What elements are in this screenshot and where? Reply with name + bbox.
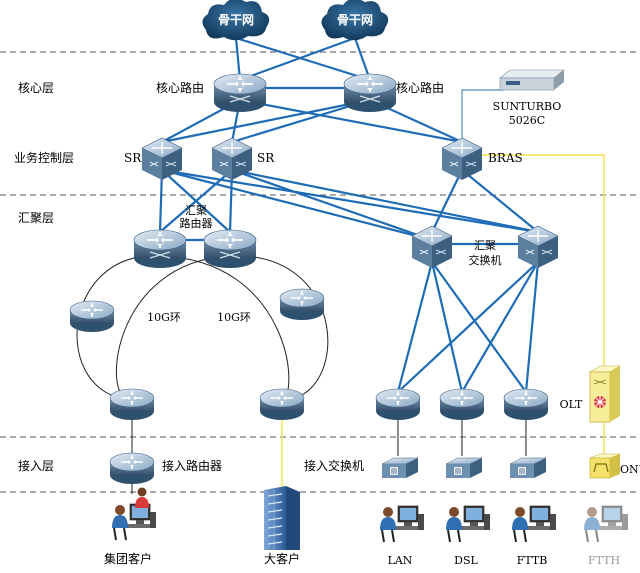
onu-label: ONU [620, 463, 640, 476]
customer-label-big: 大客户 [264, 551, 300, 566]
agg-router-label-line1: 汇聚 [185, 204, 207, 217]
layer-label-core: 核心层 [18, 81, 54, 95]
access-switch-lan [381, 457, 419, 479]
access-router-label: 接入路由器 [162, 458, 222, 473]
ftth-user-icon [583, 505, 629, 543]
core-router-label-2: 核心路由 [396, 80, 444, 95]
core-router-label-1: 核心路由 [156, 80, 204, 95]
lan-user-icon [379, 505, 425, 543]
dist-router-lan [375, 388, 421, 421]
agg-switch-label-line1: 汇聚 [474, 239, 496, 252]
ring-label-2: 10G环 [217, 311, 251, 324]
server-link [461, 89, 504, 140]
customer-label-fttb: FTTB [517, 554, 548, 567]
sr-label-2: SR [257, 151, 275, 165]
agg-switch-label-line2: 交换机 [469, 253, 502, 267]
big-customer-building-icon [264, 486, 300, 550]
agg-switch-1 [411, 225, 453, 269]
ring-router-bottom-right [259, 388, 305, 421]
dist-router-fttb [503, 388, 549, 421]
ring-router-right [279, 288, 325, 321]
bras-label: BRAS [488, 151, 523, 165]
backbone-links [158, 36, 540, 393]
dist-router-dsl [439, 388, 485, 421]
ring-router-bottom-left [109, 388, 155, 421]
customer-label-group: 集团客户 [104, 551, 152, 566]
layer-label-access: 接入层 [18, 458, 54, 473]
olt-label: OLT [560, 398, 583, 411]
olt-device [588, 365, 622, 423]
core-router-1 [213, 73, 267, 113]
access-router [109, 452, 155, 485]
onu-device [589, 453, 621, 479]
agg-switch-2 [517, 225, 559, 269]
layer-label-aggregation: 汇聚层 [18, 211, 54, 225]
backbone-cloud-2: 骨干网 [321, 0, 389, 41]
cloud-label-2: 骨干网 [337, 13, 373, 27]
customer-label-dsl: DSL [454, 554, 478, 567]
customer-label-ftth: FTTH [588, 554, 620, 567]
ring-router-left [69, 300, 115, 333]
customer-label-lan: LAN [388, 554, 413, 567]
server-icon [499, 69, 565, 91]
server-model: 5026C [509, 114, 545, 127]
access-switch-dsl [445, 457, 483, 479]
group-customer-icon [111, 487, 157, 541]
bras-switch [441, 137, 483, 181]
server-name: SUNTURBO [493, 100, 562, 113]
agg-router-1 [133, 229, 187, 269]
core-router-2 [343, 73, 397, 113]
fiber-links [281, 154, 605, 488]
agg-router-label-line2: 路由器 [180, 216, 213, 230]
agg-router-2 [203, 229, 257, 269]
access-switch-label: 接入交换机 [304, 458, 364, 473]
backbone-cloud-1: 骨干网 [202, 0, 270, 41]
dsl-user-icon [445, 505, 491, 543]
access-switch-fttb [509, 457, 547, 479]
layer-label-service: 业务控制层 [14, 150, 74, 165]
cloud-label-1: 骨干网 [218, 13, 254, 27]
sr-label-1: SR [124, 151, 142, 165]
fttb-user-icon [511, 505, 557, 543]
ring-label-1: 10G环 [147, 311, 181, 324]
